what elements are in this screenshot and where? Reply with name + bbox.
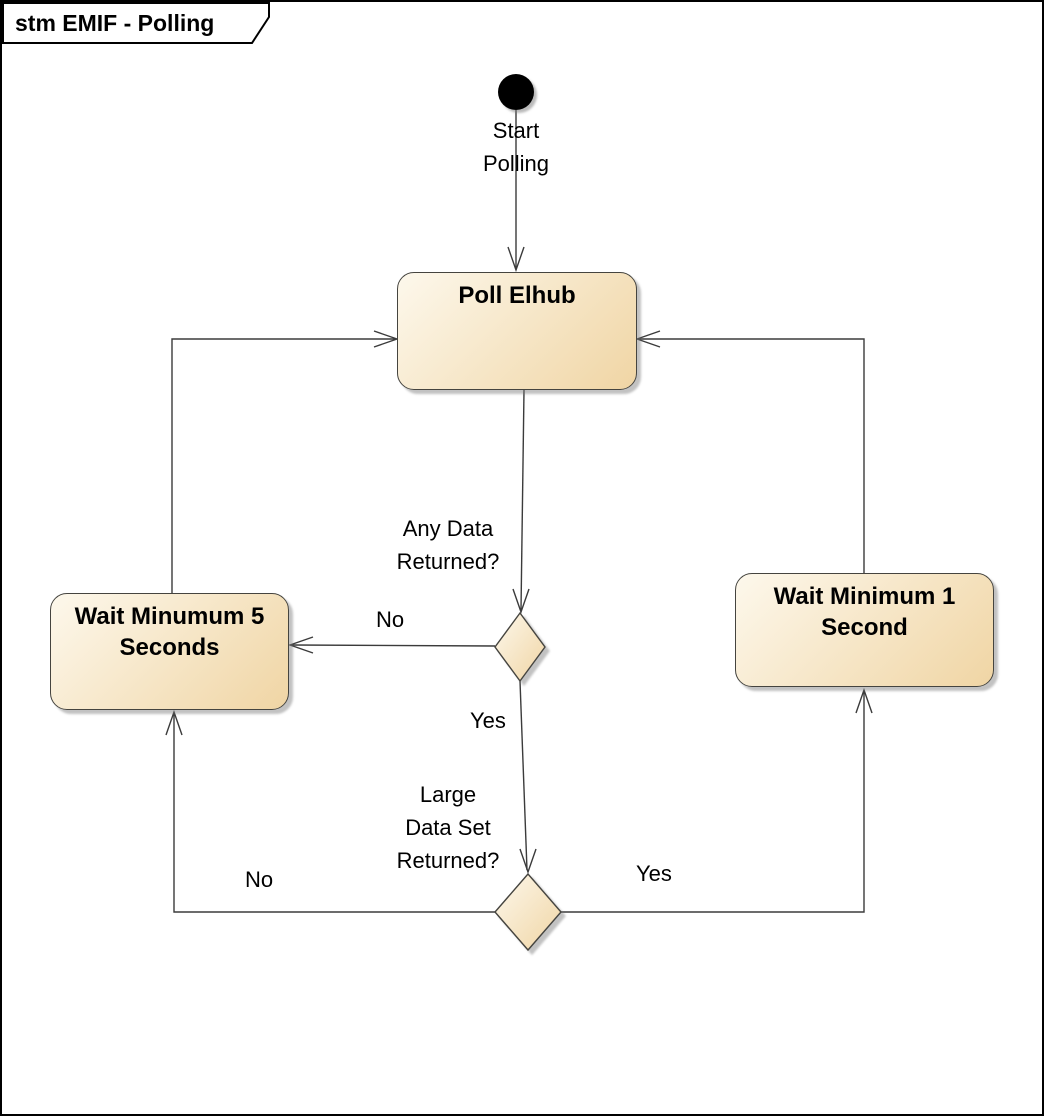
edge-line <box>639 338 865 573</box>
edge-line <box>291 644 496 647</box>
edge-wait1-to-poll <box>634 330 865 573</box>
frame-tab <box>2 2 270 44</box>
arrowhead-up-icon <box>855 687 873 714</box>
arrowhead-down-icon <box>519 848 537 875</box>
guard-no-large-data: No <box>245 867 274 892</box>
label-line: Wait Minimum 1 <box>773 583 956 610</box>
arrowhead-left-icon <box>634 330 661 348</box>
arrowhead-up-icon <box>165 709 183 736</box>
edge-decision1-no-to-wait5 <box>287 636 496 654</box>
frame-title: stm EMIF - Polling <box>15 10 215 36</box>
edge-wait5-to-poll <box>171 330 400 593</box>
label-line: Start <box>492 118 540 143</box>
state-wait-minimum-5-seconds: Wait Minumum 5 Seconds <box>50 593 289 710</box>
state-label: Poll Elhub <box>458 282 576 309</box>
state-wait-minimum-1-second: Wait Minimum 1 Second <box>735 573 994 687</box>
guard-yes-any-data: Yes <box>470 708 506 733</box>
label-line: Any Data <box>402 516 494 541</box>
arrowhead-down-icon <box>512 588 530 615</box>
decision-large-data-label: Large Data Set Returned? <box>366 778 530 877</box>
decision-large-data-set-returned <box>494 872 562 952</box>
label-line: Seconds <box>119 634 220 661</box>
label-line: Polling <box>482 151 550 176</box>
start-label: Start Polling <box>446 114 586 180</box>
decision-any-data-label: Any Data Returned? <box>366 512 530 578</box>
edge-line <box>519 680 528 871</box>
edge-line <box>561 692 865 913</box>
state-label: Wait Minimum 1 Second <box>736 574 993 643</box>
edge-line <box>520 389 525 611</box>
edge-start-to-poll <box>507 110 525 273</box>
label-line: Returned? <box>396 848 500 873</box>
initial-state-icon <box>498 74 534 110</box>
state-label: Wait Minumum 5 Seconds <box>51 594 288 663</box>
label-line: Large <box>419 782 477 807</box>
edge-poll-to-decision1 <box>512 389 530 615</box>
arrowhead-left-icon <box>287 636 314 654</box>
label-line: Second <box>821 614 908 641</box>
edge-line <box>173 714 495 913</box>
guard-no-any-data: No <box>376 607 405 632</box>
label-line: Wait Minumum 5 <box>74 603 265 630</box>
guard-yes-large-data: Yes <box>636 861 672 886</box>
label-line: Data Set <box>405 815 491 840</box>
edge-decision2-no-to-wait5 <box>165 709 495 913</box>
decision-any-data-returned <box>494 611 546 683</box>
state-poll-elhub: Poll Elhub <box>397 272 637 390</box>
edge-decision1-yes-to-decision2 <box>519 680 537 875</box>
label-line: Returned? <box>396 549 500 574</box>
edge-line <box>171 338 395 593</box>
edge-decision2-yes-to-wait1 <box>561 687 873 913</box>
arrowhead-down-icon <box>507 246 525 273</box>
